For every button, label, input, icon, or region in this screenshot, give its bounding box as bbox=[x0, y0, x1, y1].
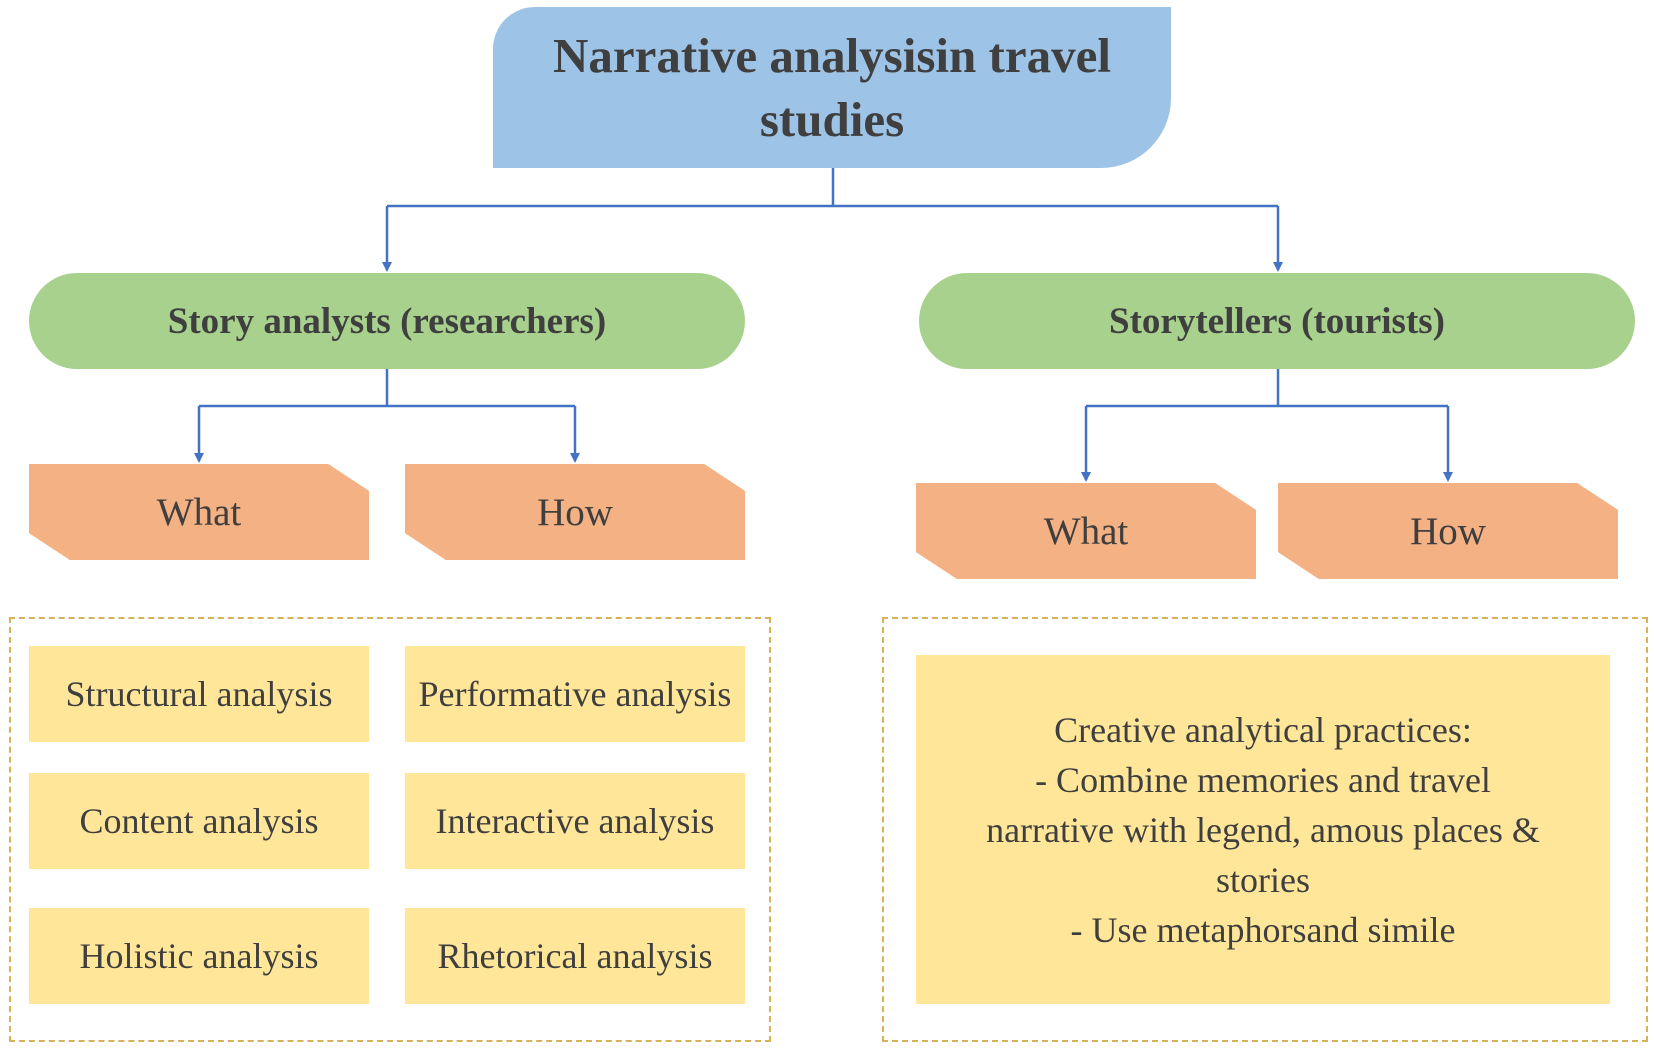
method-holistic-analysis: Holistic analysis bbox=[29, 908, 369, 1004]
practices-line: Creative analytical practices: bbox=[1054, 709, 1472, 750]
method-label: Rhetorical analysis bbox=[437, 936, 713, 976]
method-label: Interactive analysis bbox=[435, 801, 715, 841]
tellers-how-tag: How bbox=[1278, 483, 1618, 579]
method-label: Performative analysis bbox=[418, 674, 732, 714]
method-structural-analysis: Structural analysis bbox=[29, 646, 369, 742]
method-label: Structural analysis bbox=[65, 674, 333, 714]
practices-line: - Use metaphorsand simile bbox=[1070, 909, 1456, 950]
method-label: Content analysis bbox=[79, 801, 319, 841]
practices-line: narrative with legend, amous places & bbox=[986, 809, 1540, 850]
practices-line: stories bbox=[1216, 859, 1310, 900]
method-content-analysis: Content analysis bbox=[29, 773, 369, 869]
tellers-what-tag: What bbox=[916, 483, 1256, 579]
storytellers-node: Storytellers (tourists) bbox=[919, 273, 1635, 369]
diagram-title: Narrative analysisin travel studies bbox=[553, 27, 1111, 147]
creative-practices-group bbox=[882, 617, 1648, 1042]
method-rhetorical-analysis: Rhetorical analysis bbox=[405, 908, 745, 1004]
creative-practices-box: Creative analytical practices: - Combine… bbox=[916, 655, 1610, 1004]
diagram-title-node: Narrative analysisin travel studies bbox=[493, 7, 1171, 168]
method-label: Holistic analysis bbox=[79, 936, 319, 976]
analysts-what-label: What bbox=[156, 490, 242, 534]
analysts-what-tag: What bbox=[29, 464, 369, 560]
analysis-methods-group bbox=[9, 617, 771, 1042]
practices-line: - Combine memories and travel bbox=[1035, 759, 1491, 800]
analysts-how-label: How bbox=[537, 490, 613, 534]
method-interactive-analysis: Interactive analysis bbox=[405, 773, 745, 869]
story-analysts-node: Story analysts (researchers) bbox=[29, 273, 745, 369]
method-performative-analysis: Performative analysis bbox=[405, 646, 745, 742]
storytellers-label: Storytellers (tourists) bbox=[1109, 300, 1445, 342]
story-analysts-label: Story analysts (researchers) bbox=[167, 300, 607, 342]
tellers-how-label: How bbox=[1410, 509, 1486, 553]
analysts-how-tag: How bbox=[405, 464, 745, 560]
tellers-what-label: What bbox=[1043, 509, 1129, 553]
